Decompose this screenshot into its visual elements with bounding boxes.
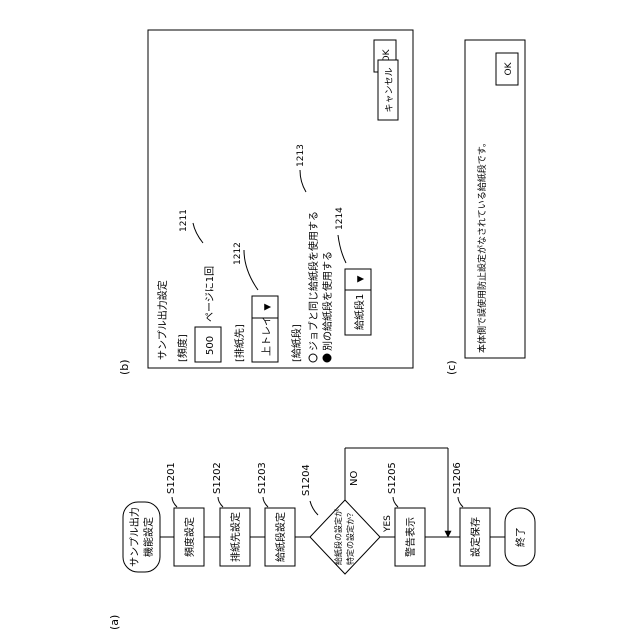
radio-same-label: ジョブと同じ給紙段を使用する bbox=[307, 211, 320, 351]
alert-message: 本体側で誤使用防止設定がなされている給紙段です。 bbox=[476, 138, 488, 353]
yes-label: YES bbox=[383, 515, 393, 533]
step-s1202-id: S1202 bbox=[212, 462, 223, 494]
panel-b-label: (b) bbox=[118, 359, 131, 375]
dialog-window bbox=[148, 30, 413, 368]
output-ref: 1212 bbox=[233, 242, 243, 265]
paper-source-ref: 1213 bbox=[296, 144, 306, 167]
end-text: 終了 bbox=[514, 527, 527, 547]
step-s1202-text: 排紙先設定 bbox=[229, 512, 242, 562]
radio-other-icon[interactable] bbox=[323, 354, 331, 362]
step-s1205-id: S1205 bbox=[387, 462, 398, 494]
output-label: [排紙先] bbox=[233, 324, 246, 362]
s1206-leader bbox=[458, 497, 463, 507]
start-text-line2: 機能設定 bbox=[142, 517, 155, 557]
s1202-leader bbox=[218, 497, 223, 507]
s1203-leader bbox=[263, 497, 268, 507]
s1204-leader bbox=[310, 501, 318, 515]
paper-source-value: 給紙段1 bbox=[353, 294, 366, 330]
cancel-button-label: キャンセル bbox=[384, 67, 395, 112]
radio-same-icon[interactable] bbox=[309, 354, 317, 362]
output-dropdown-arrow-icon[interactable]: ▼ bbox=[263, 303, 273, 310]
no-label: NO bbox=[349, 471, 360, 486]
frequency-ref: 1211 bbox=[179, 209, 189, 232]
frequency-suffix: ページに1回 bbox=[204, 266, 216, 322]
alert-ok-button-label: OK bbox=[504, 61, 514, 75]
panel-a-label: (a) bbox=[108, 615, 121, 630]
step-s1204-text-line1: 給紙段の設定が bbox=[333, 509, 343, 565]
step-s1205-text: 警告表示 bbox=[404, 517, 417, 557]
paper-source-label: [給紙段] bbox=[290, 324, 303, 362]
step-s1206-text: 設定保存 bbox=[469, 517, 482, 557]
start-text-line1: サンプル出力 bbox=[128, 507, 141, 567]
step-s1204-text-line2: 特定の設定か？ bbox=[345, 509, 355, 565]
paper-source-select-ref: 1214 bbox=[335, 207, 345, 230]
s1201-leader bbox=[172, 497, 177, 507]
step-s1203-text: 給紙段設定 bbox=[274, 512, 287, 562]
panel-c-label: (c) bbox=[445, 360, 458, 375]
frequency-label: [頻度] bbox=[176, 334, 189, 362]
dialog-title: サンプル出力設定 bbox=[156, 280, 169, 360]
frequency-value: 500 bbox=[205, 336, 216, 355]
step-s1201-id: S1201 bbox=[166, 462, 177, 494]
output-value: 上トレイ bbox=[261, 316, 273, 356]
radio-other-label: 別の給紙段を使用する bbox=[321, 251, 334, 351]
step-s1203-id: S1203 bbox=[257, 462, 268, 494]
step-s1204-decision bbox=[310, 500, 380, 574]
alert-window bbox=[465, 40, 525, 358]
step-s1201-text: 頻度設定 bbox=[183, 517, 196, 557]
s1205-leader bbox=[393, 497, 398, 507]
step-s1206-id: S1206 bbox=[452, 462, 463, 494]
step-s1204-id: S1204 bbox=[301, 464, 312, 496]
paper-source-dropdown-arrow-icon[interactable]: ▼ bbox=[356, 275, 366, 282]
